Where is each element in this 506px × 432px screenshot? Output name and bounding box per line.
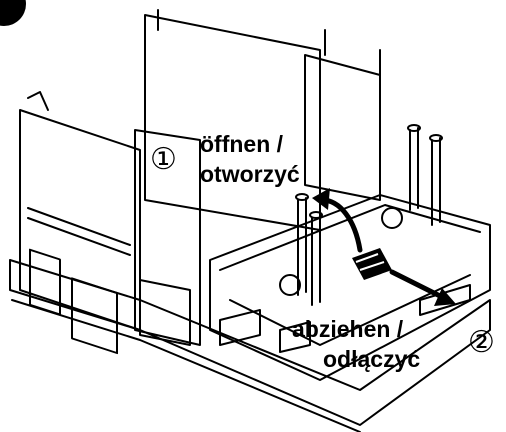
pull-arrow [389, 269, 443, 299]
callout-1-line2: otworzyć [200, 161, 300, 187]
callout-1-line1: öffnen / [200, 131, 284, 157]
left-panel [19, 109, 141, 331]
post-back-2 [431, 137, 441, 226]
back-panel [144, 14, 321, 231]
pull-arrow-head [434, 288, 456, 306]
callout-2-line2: odłączyć [323, 346, 421, 372]
open-arrow-head [312, 188, 330, 210]
right-platform [209, 194, 491, 381]
post-back-1 [409, 127, 419, 211]
post-mid [311, 215, 321, 306]
left-window-2 [71, 277, 118, 355]
knob-left [279, 274, 301, 296]
callout-1-marker: ① [150, 142, 177, 177]
knob-right [381, 207, 403, 229]
left-window-1 [29, 248, 61, 316]
base-tray [9, 259, 491, 426]
right-back-plate [304, 54, 381, 201]
connector-plug [352, 248, 392, 280]
front-panel [134, 129, 201, 346]
callout-2-marker: ② [468, 325, 495, 360]
callout-2-line1: abziehen / [292, 316, 404, 342]
